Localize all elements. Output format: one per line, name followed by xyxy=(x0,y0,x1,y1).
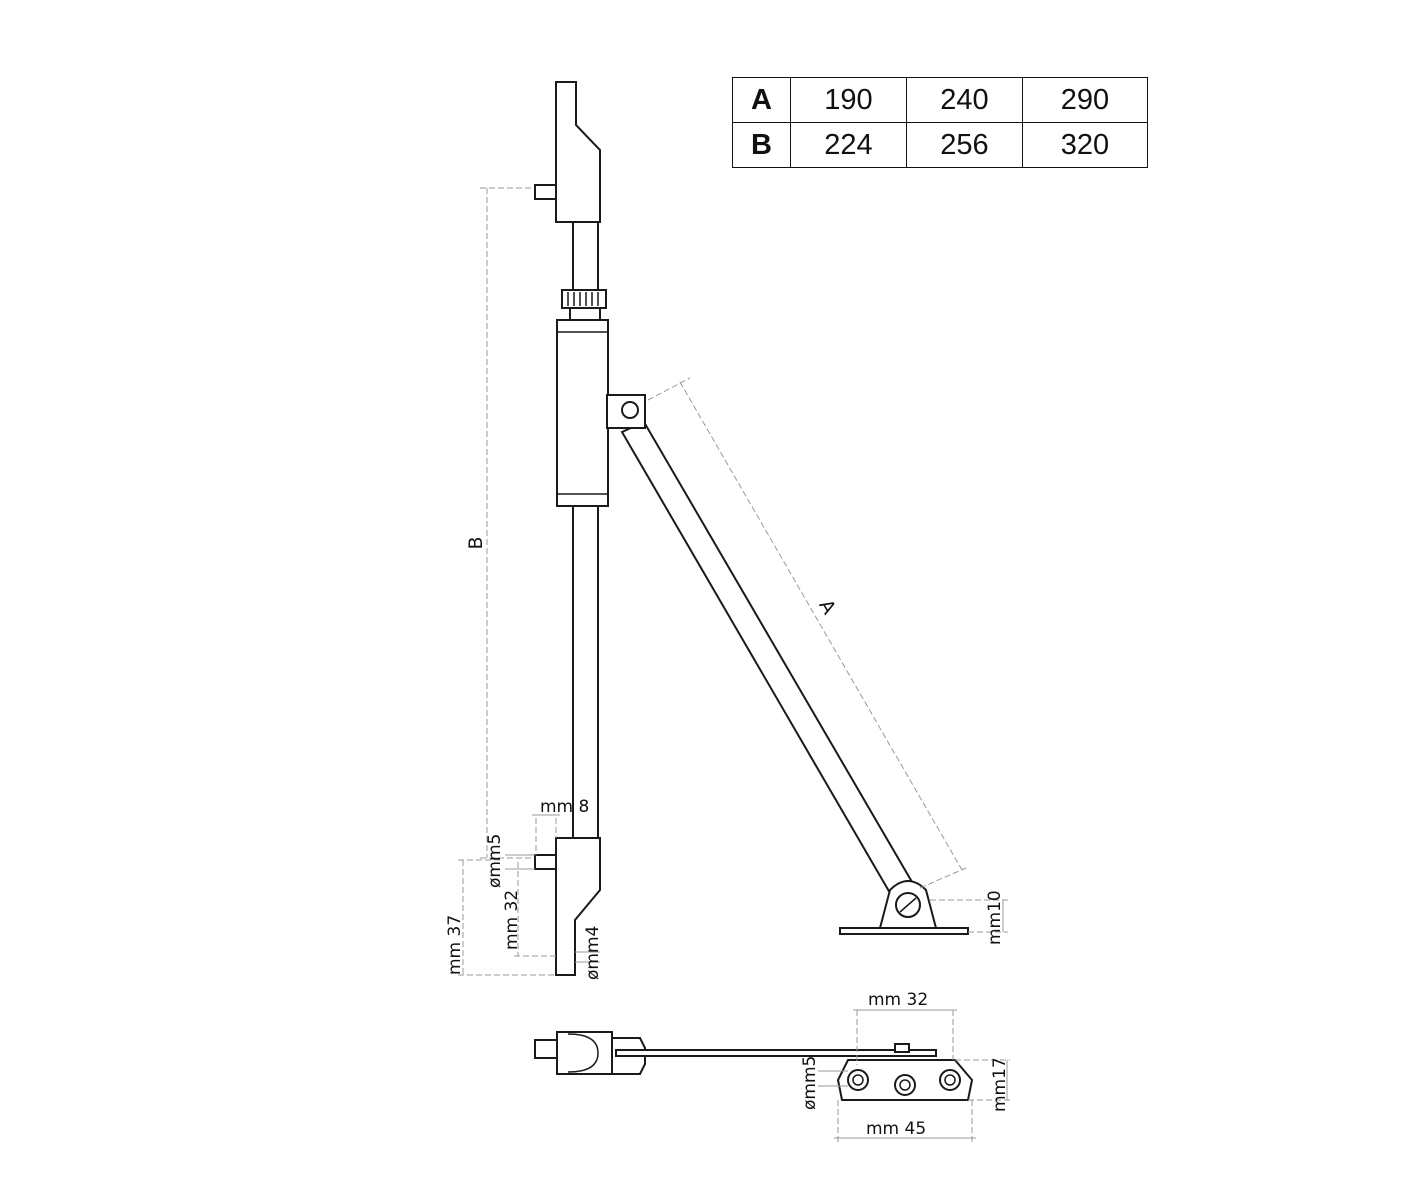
row-label: A xyxy=(732,77,791,123)
top-view-dimensions: mm 32 ømm5 mm17 mm 45 xyxy=(800,990,1010,1142)
bracket-dimensions: mm 8 ømm5 mm 32 mm 37 ømm4 mm10 xyxy=(445,797,1008,980)
base-width-label: mm 45 xyxy=(866,1119,926,1139)
dimension-b-label: B xyxy=(465,536,487,549)
dimension-a-label: A xyxy=(814,596,840,618)
lower-rod xyxy=(572,505,599,840)
hole-spacing-label: mm 32 xyxy=(868,990,928,1010)
size-table: A 190 240 290 B 224 256 320 xyxy=(732,77,1148,168)
bracket-height-label: mm 37 xyxy=(445,915,465,975)
hole-diameter-label: ømm4 xyxy=(583,926,603,980)
pin-length-label: mm 8 xyxy=(540,797,589,817)
base-height-label: mm10 xyxy=(985,890,1005,945)
pin-offset-label: mm 32 xyxy=(502,890,522,950)
knurled-nut xyxy=(561,289,607,321)
upper-rod xyxy=(572,221,599,293)
table-row: B 224 256 320 xyxy=(732,122,1148,168)
top-view xyxy=(534,1031,974,1101)
pin-diameter-label: ømm5 xyxy=(485,834,505,888)
top-bracket xyxy=(534,81,601,223)
stay-arm xyxy=(606,394,914,895)
dimension-a: A xyxy=(647,377,967,889)
base-pivot xyxy=(839,880,969,935)
base-depth-label: mm17 xyxy=(990,1057,1010,1112)
table-cell: 290 xyxy=(1022,77,1148,123)
tube xyxy=(556,319,609,507)
table-cell: 224 xyxy=(790,122,907,168)
dimension-b: B xyxy=(465,187,535,859)
row-label: B xyxy=(732,122,791,168)
lower-bracket xyxy=(534,837,601,976)
table-cell: 256 xyxy=(906,122,1023,168)
base-hole-diameter-label: ømm5 xyxy=(800,1056,820,1110)
table-row: A 190 240 290 xyxy=(732,77,1148,123)
table-cell: 190 xyxy=(790,77,907,123)
table-cell: 320 xyxy=(1022,122,1148,168)
